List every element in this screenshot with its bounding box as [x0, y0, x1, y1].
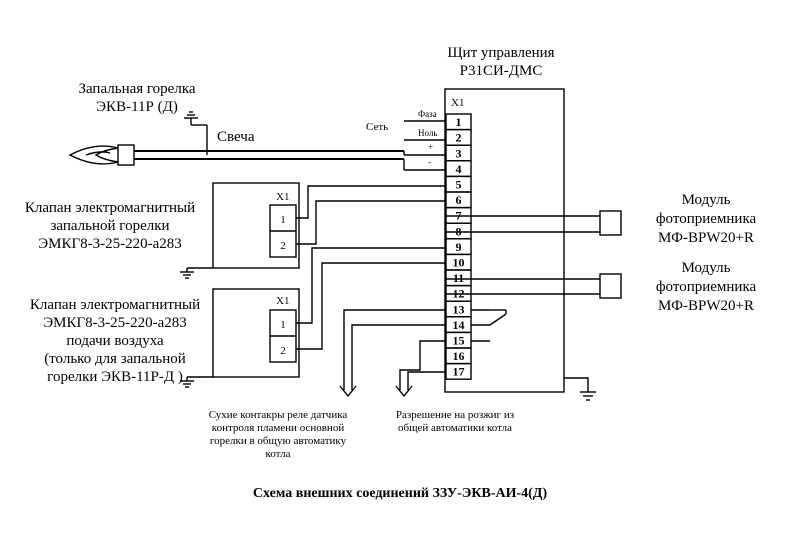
valve2-line5: горелки ЭКВ-11Р-Д )	[47, 369, 183, 385]
panel-connector-label: X1	[451, 97, 464, 109]
valve-air: Клапан электромагнитный ЭМКГ8-3-25-220-а…	[30, 288, 300, 388]
terminal-number: 5	[456, 178, 462, 192]
igniter-title-line1: Запальная горелка	[78, 81, 195, 97]
burner-nozzle	[117, 144, 135, 166]
phase-label: Фаза	[418, 109, 437, 119]
valve1-line1: Клапан электромагнитный	[25, 200, 195, 216]
relay-contacts	[339, 309, 507, 398]
terminal-number: 4	[456, 162, 462, 176]
spark-plug-label: Свеча	[217, 129, 255, 145]
module2-line2: фотоприемника	[656, 279, 757, 295]
note-permit-line1: Разрешение на розжиг из	[396, 409, 514, 421]
valve2-line1: Клапан электромагнитный	[30, 297, 200, 313]
igniter-title-line2: ЭКВ-11Р (Д)	[96, 99, 178, 115]
photo-module-2-icon	[599, 273, 622, 299]
valve2-line3: подачи воздуха	[66, 333, 164, 349]
panel-title-line2: Р31СИ-ДМС	[460, 63, 543, 79]
control-panel: Щит управления Р31СИ-ДМС X1 123456789101…	[444, 45, 565, 393]
note-contacts-line3: горелки в общую автоматику	[210, 435, 347, 447]
valve1-housing	[212, 182, 300, 269]
diagram-caption: Схема внешних соединений ЗЗУ-ЭКВ-АИ-4(Д)	[253, 486, 548, 501]
note-contacts-line4: котла	[265, 448, 290, 460]
valve-wiring	[296, 185, 446, 350]
module1-line3: МФ-BPW20+R	[658, 230, 754, 246]
valve2-pin1: 1	[280, 319, 286, 331]
power-inputs: Сеть Фаза Ноль + -	[366, 109, 446, 171]
igniter-burner: Запальная горелка ЭКВ-11Р (Д) Свеча	[68, 81, 405, 170]
valve-pilot: Клапан электромагнитный запальной горелк…	[25, 182, 300, 279]
note-contacts-line2: контроля пламени основной	[212, 422, 345, 434]
spark-ground-icon	[184, 111, 207, 126]
panel-enclosure	[444, 88, 565, 393]
terminal-number: 3	[456, 146, 462, 160]
photo-module-1: Модуль фотоприемника МФ-BPW20+R	[446, 192, 757, 246]
valve1-line2: запальной горелки	[50, 218, 169, 234]
terminal-number: 1	[456, 115, 462, 129]
minus-label: -	[428, 157, 431, 167]
note-ignition-permit: Разрешение на розжиг из общей автоматики…	[396, 409, 514, 434]
note-permit-line2: общей автоматики котла	[398, 422, 512, 434]
valve2-pin2: 2	[280, 345, 286, 357]
terminal-number: 16	[453, 349, 465, 363]
module1-line1: Модуль	[682, 192, 731, 208]
terminal-number: 6	[456, 193, 462, 207]
valve1-connector-label: X1	[276, 191, 289, 203]
terminal-number: 14	[453, 318, 465, 332]
terminal-number: 15	[453, 334, 465, 348]
note-contacts-line1: Сухие контакры реле датчика	[209, 409, 348, 421]
photo-module-1-icon	[599, 210, 622, 236]
valve2-housing	[212, 288, 300, 378]
panel-ground-icon	[564, 377, 596, 401]
terminal-number: 2	[456, 131, 462, 145]
plus-label: +	[428, 142, 433, 152]
valve1-pin1: 1	[280, 214, 286, 226]
terminal-number: 17	[453, 365, 465, 379]
photo-module-2: Модуль фотоприемника МФ-BPW20+R	[446, 260, 757, 314]
terminal-number: 13	[453, 302, 465, 316]
panel-title-line1: Щит управления	[447, 45, 554, 61]
terminal-number: 10	[453, 256, 465, 270]
valve1-line3: ЭМКГ8-3-25-220-а283	[38, 236, 182, 252]
module2-line1: Модуль	[682, 260, 731, 276]
valve1-ground-icon	[180, 267, 213, 279]
terminal-number: 9	[456, 240, 462, 254]
valve2-ground-icon	[180, 376, 213, 388]
power-label: Сеть	[366, 121, 388, 133]
neutral-label: Ноль	[418, 128, 437, 138]
flame-icon	[68, 145, 119, 165]
valve2-line4: (только для запальной	[44, 351, 186, 367]
valve2-connector-label: X1	[276, 295, 289, 307]
module1-line2: фотоприемника	[656, 211, 757, 227]
module2-line3: МФ-BPW20+R	[658, 298, 754, 314]
note-relay-contacts: Сухие контакры реле датчика контроля пла…	[209, 409, 348, 460]
valve1-pin2: 2	[280, 240, 286, 252]
relay-switch	[489, 313, 507, 326]
terminal-number: 11	[453, 271, 464, 285]
valve2-line2: ЭМКГ8-3-25-220-а283	[43, 315, 187, 331]
